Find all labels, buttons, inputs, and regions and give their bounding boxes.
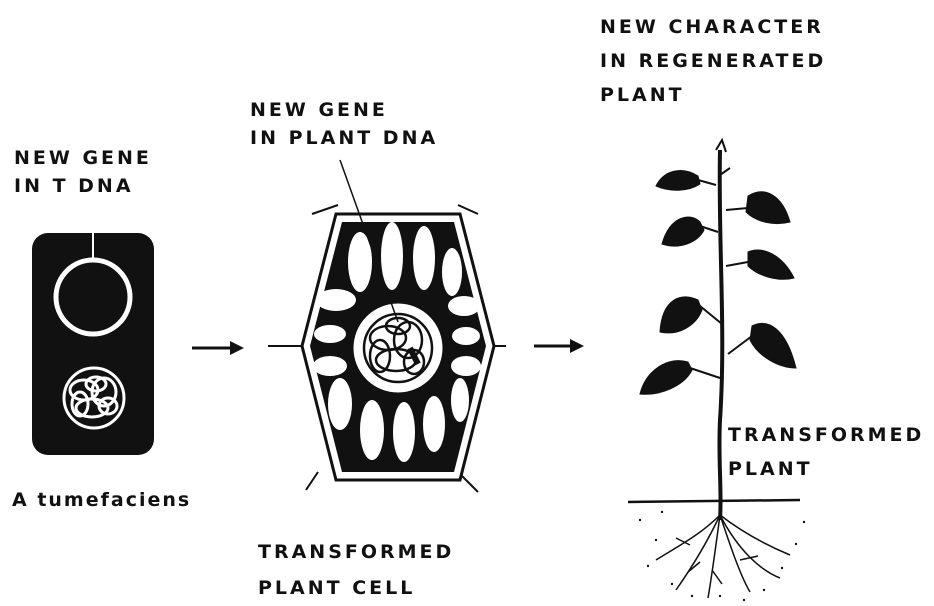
bacterium-name-label: A tumefaciens — [12, 486, 191, 514]
stem — [719, 150, 722, 520]
new-character-line-1: NEW CHARACTER — [600, 10, 826, 44]
plant-caption-line-1: TRANSFORMED — [728, 418, 924, 452]
new-character-line-3: PLANT — [600, 78, 826, 112]
plant-caption-line-2: PLANT — [728, 452, 924, 486]
plant-dna-gene-line-1: NEW GENE — [250, 96, 438, 124]
new-character-label: NEW CHARACTER IN REGENERATED PLANT — [600, 10, 826, 112]
bacterium-gene-label: NEW GENE IN T DNA — [14, 144, 152, 200]
cell-caption: TRANSFORMED PLANT CELL — [258, 534, 454, 606]
cell-caption-line-2: PLANT CELL — [258, 570, 454, 606]
bacterium-gene-line-1: NEW GENE — [14, 144, 152, 172]
arrow-to-plant — [534, 339, 584, 353]
cell-caption-line-1: TRANSFORMED — [258, 534, 454, 570]
bacterium-gene-line-2: IN T DNA — [14, 172, 152, 200]
roots — [656, 515, 790, 598]
plant-cell — [268, 160, 506, 492]
plant-dna-gene-label: NEW GENE IN PLANT DNA — [250, 96, 438, 152]
arrow-to-cell — [192, 341, 244, 355]
new-character-line-2: IN REGENERATED — [600, 44, 826, 78]
plant-dna-gene-line-2: IN PLANT DNA — [250, 124, 438, 152]
bacterium-cell — [32, 222, 154, 455]
bacterium-name-text: A tumefaciens — [12, 486, 191, 514]
plant-caption: TRANSFORMED PLANT — [728, 418, 924, 486]
regenerated-plant — [628, 140, 805, 601]
